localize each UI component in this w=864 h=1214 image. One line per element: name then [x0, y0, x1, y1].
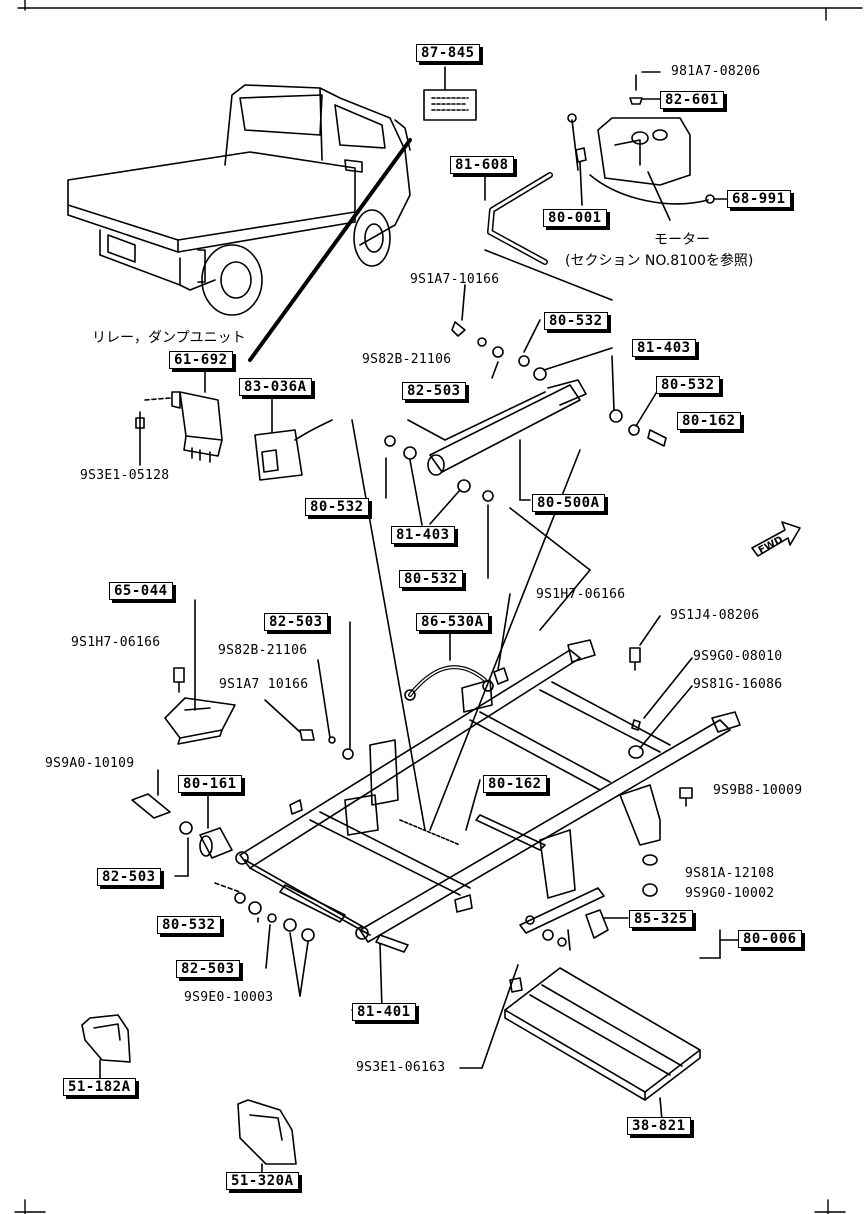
part-83-036a-box: 83-036A	[239, 378, 312, 396]
part-85-325-box: 85-325	[629, 910, 693, 928]
part-80-532-box-c: 80-532	[305, 498, 369, 516]
fastener-9s9a0-10109: 9S9A0-10109	[45, 756, 135, 771]
bolt-washers-left	[131, 621, 354, 997]
part-82-601-box: 82-601	[660, 91, 724, 109]
hydraulic-cylinder	[384, 284, 667, 631]
fastener-9s1a7-10166-b: 9S1A7 10166	[219, 677, 309, 692]
part-86-530a-box: 86-530A	[416, 613, 489, 631]
part-82-503-box-a: 82-503	[402, 382, 466, 400]
fastener-981a7-08206: 981A7-08206	[671, 64, 761, 79]
part-68-991-box: 68-991	[727, 190, 791, 208]
part-81-403-box-b: 81-403	[391, 526, 455, 544]
pin-assembly-80-006	[459, 887, 739, 1069]
fastener-9s3e1-06163: 9S3E1-06163	[356, 1060, 446, 1075]
fwd-arrow	[751, 521, 801, 557]
part-80-532-box-b: 80-532	[656, 376, 720, 394]
relay-unit	[135, 369, 223, 466]
fasteners-right	[493, 593, 693, 897]
hose-81-608	[484, 171, 613, 301]
part-82-503-box-c: 82-503	[97, 868, 161, 886]
part-80-001-box: 80-001	[543, 209, 607, 227]
part-65-044-box: 65-044	[109, 582, 173, 600]
bracket-51-182A	[81, 1014, 131, 1083]
section-reference-note: (セクション NO.8100を参照)	[565, 253, 754, 269]
part-81-403-box-a: 81-403	[632, 339, 696, 357]
part-81-608-box: 81-608	[450, 156, 514, 174]
part-51-320a-box: 51-320A	[226, 1172, 299, 1190]
part-80-500a-box: 80-500A	[532, 494, 605, 512]
part-81-401-box: 81-401	[352, 1003, 416, 1021]
bracket-51-320A	[237, 1099, 297, 1173]
part-80-162-box-a: 80-162	[677, 412, 741, 430]
part-80-162-box-b: 80-162	[483, 775, 547, 793]
fastener-9s3e1-05128: 9S3E1-05128	[80, 468, 170, 483]
fastener-9s81g-16086: 9S81G-16086	[693, 677, 783, 692]
fastener-9s9e0-10003: 9S9E0-10003	[184, 990, 274, 1005]
pad-65-044	[164, 599, 236, 745]
fastener-9s1a7-10166-a: 9S1A7-10166	[410, 272, 500, 287]
fastener-9s1h7-06166-a: 9S1H7-06166	[71, 635, 161, 650]
fastener-9s82b-21106-a: 9S82B-21106	[362, 352, 452, 367]
part-80-532-box-e: 80-532	[157, 916, 221, 934]
part-80-161-box: 80-161	[178, 775, 242, 793]
corner-marks	[14, 0, 863, 1214]
part-87-845-box: 87-845	[416, 44, 480, 62]
callout-line-truck	[248, 138, 412, 362]
part-38-821-box: 38-821	[627, 1117, 691, 1135]
part-51-182a-box: 51-182A	[63, 1078, 136, 1096]
part-82-503-box-b: 82-503	[264, 613, 328, 631]
fastener-9s1h7-06166-b: 9S1H7-06166	[536, 587, 626, 602]
fastener-9s9g0-10002: 9S9G0-10002	[685, 886, 775, 901]
part-82-503-box-d: 82-503	[176, 960, 240, 978]
part-80-532-box-d: 80-532	[399, 570, 463, 588]
fastener-9s81a-12108: 9S81A-12108	[685, 866, 775, 881]
motor-note: モーター	[654, 232, 710, 248]
part-80-006-box: 80-006	[738, 930, 802, 948]
sticker-87-845	[423, 66, 477, 121]
switch-83-036A	[254, 397, 333, 481]
part-61-692-box: 61-692	[169, 351, 233, 369]
fastener-9s1j4-08206: 9S1J4-08206	[670, 608, 760, 623]
relay-unit-note: リレー，ダンプユニット	[92, 330, 246, 346]
dump-frame	[235, 639, 741, 953]
truck-illustration	[67, 84, 411, 316]
hose-86-530A	[404, 631, 494, 701]
fastener-9s82b-21106-b: 9S82B-21106	[218, 643, 308, 658]
fastener-9s9g0-08010: 9S9G0-08010	[693, 649, 783, 664]
part-80-532-box-a: 80-532	[544, 312, 608, 330]
step-plate-38-821	[504, 967, 701, 1121]
motor-illustration	[567, 71, 729, 221]
fastener-9s9b8-10009: 9S9B8-10009	[713, 783, 803, 798]
pin-80-161	[199, 795, 233, 859]
